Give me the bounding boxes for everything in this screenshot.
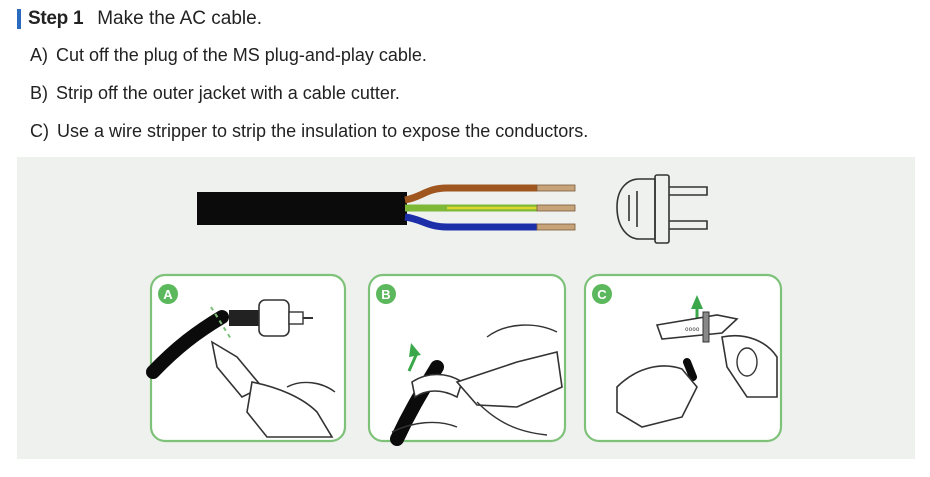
ac-cable-graphic xyxy=(197,184,576,231)
instruction-list: A) Cut off the plug of the MS plug-and-p… xyxy=(30,42,588,156)
panel-a-badge: A xyxy=(163,287,173,302)
instruction-text: Strip off the outer jacket with a cable … xyxy=(56,83,400,103)
instruction-letter: B) xyxy=(30,83,48,103)
wire-blue xyxy=(404,213,537,231)
svg-text:oooo: oooo xyxy=(685,326,700,333)
instruction-item-b: B) Strip off the outer jacket with a cab… xyxy=(30,80,588,118)
step-title: Make the AC cable. xyxy=(97,8,262,29)
instruction-item-c: C) Use a wire stripper to strip the insu… xyxy=(30,118,588,156)
step-label: Step 1 xyxy=(28,8,84,29)
panel-c-badge: C xyxy=(597,287,607,302)
step-accent-bar xyxy=(17,9,21,29)
instruction-text: Use a wire stripper to strip the insulat… xyxy=(57,121,589,141)
strip-insulation-illustration: oooo xyxy=(616,295,778,428)
instruction-text: Cut off the plug of the MS plug-and-play… xyxy=(56,45,427,65)
conductor-tip xyxy=(536,184,576,192)
panel-a: A xyxy=(146,273,347,443)
conductor-tip xyxy=(536,223,576,231)
cut-plug-illustration xyxy=(146,299,336,438)
plug-icon xyxy=(616,174,708,244)
panel-c: oooo C xyxy=(583,273,783,443)
panel-b-badge: B xyxy=(381,287,390,302)
wire-brown xyxy=(404,184,537,204)
cable-illustration: A B oooo xyxy=(17,157,915,459)
illustration-canvas: A B oooo xyxy=(146,174,783,446)
panel-b: B xyxy=(367,273,567,446)
instruction-item-a: A) Cut off the plug of the MS plug-and-p… xyxy=(30,42,588,80)
conductor-tip xyxy=(536,204,576,212)
strip-jacket-illustration xyxy=(390,324,563,446)
step-header: Step 1 Make the AC cable. xyxy=(17,8,262,30)
cable-jacket xyxy=(197,192,407,225)
instruction-letter: C) xyxy=(30,121,49,141)
instruction-letter: A) xyxy=(30,45,48,65)
